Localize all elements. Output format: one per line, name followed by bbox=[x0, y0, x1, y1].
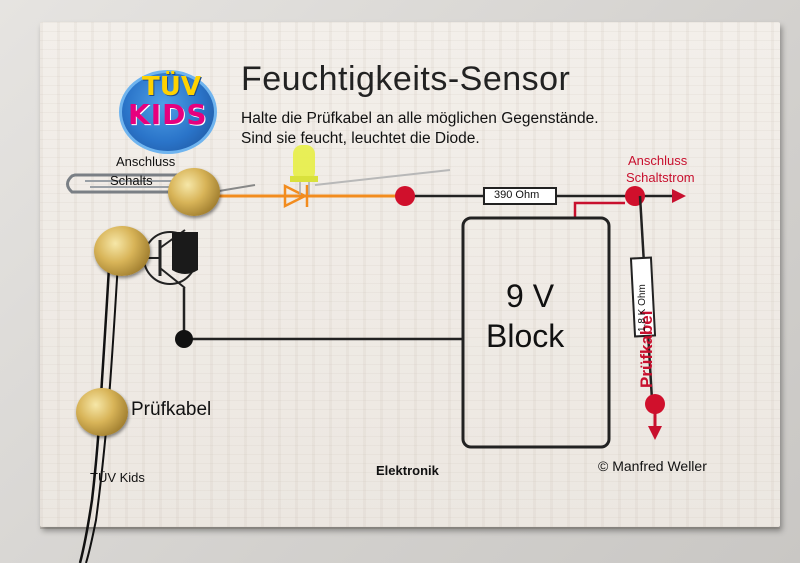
arrow-down-icon bbox=[648, 426, 662, 440]
footer-tuv-kids: TÜV Kids bbox=[90, 470, 145, 485]
description-line-1: Halte die Prüfkabel an alle möglichen Ge… bbox=[241, 110, 599, 127]
footer-copyright: © Manfred Weller bbox=[598, 458, 707, 474]
resistor-390 bbox=[483, 187, 557, 205]
resistor-390-label: 390 Ohm bbox=[494, 189, 540, 201]
yellow-led bbox=[290, 145, 318, 195]
logo-text-kids: KIDS bbox=[128, 98, 208, 131]
transistor-body bbox=[172, 232, 198, 274]
diode-symbol bbox=[283, 183, 309, 209]
battery-label-voltage: 9 V bbox=[506, 278, 555, 314]
paper-clip bbox=[66, 173, 256, 196]
led-lead bbox=[314, 169, 451, 186]
junction-pruefkabel bbox=[645, 394, 665, 414]
board-title: Feuchtigkeits-Sensor bbox=[241, 60, 571, 98]
junction-top-right bbox=[625, 186, 645, 206]
label-schaltstrom-left: Schalts bbox=[110, 173, 153, 188]
battery-label-block: Block bbox=[486, 318, 565, 354]
rivet-anschluss[interactable] bbox=[168, 168, 220, 216]
description-line-2: Sind sie feucht, leuchtet die Diode. bbox=[241, 130, 480, 147]
rivet-base[interactable] bbox=[94, 226, 150, 276]
label-pruefkabel-left: Prüfkabel bbox=[131, 399, 212, 420]
label-schaltstrom-right: Schaltstrom bbox=[626, 170, 695, 185]
emitter-solder-point bbox=[175, 330, 193, 348]
resistor-1k8-label: 1,8 K Ohm bbox=[637, 284, 648, 332]
label-anschluss-left: Anschluss bbox=[116, 154, 176, 169]
label-anschluss-right: Anschluss bbox=[628, 153, 688, 168]
junction-led bbox=[395, 186, 415, 206]
battery-box bbox=[461, 216, 611, 449]
arrow-right-icon bbox=[672, 189, 686, 203]
tuv-kids-logo bbox=[119, 70, 217, 154]
footer-elektronik: Elektronik bbox=[376, 463, 439, 478]
rivet-pruefkabel[interactable] bbox=[76, 388, 128, 436]
battery-plus-wire bbox=[573, 201, 625, 218]
resistor-1k8 bbox=[629, 256, 657, 338]
logo-text-tuv: TÜV bbox=[142, 72, 201, 102]
